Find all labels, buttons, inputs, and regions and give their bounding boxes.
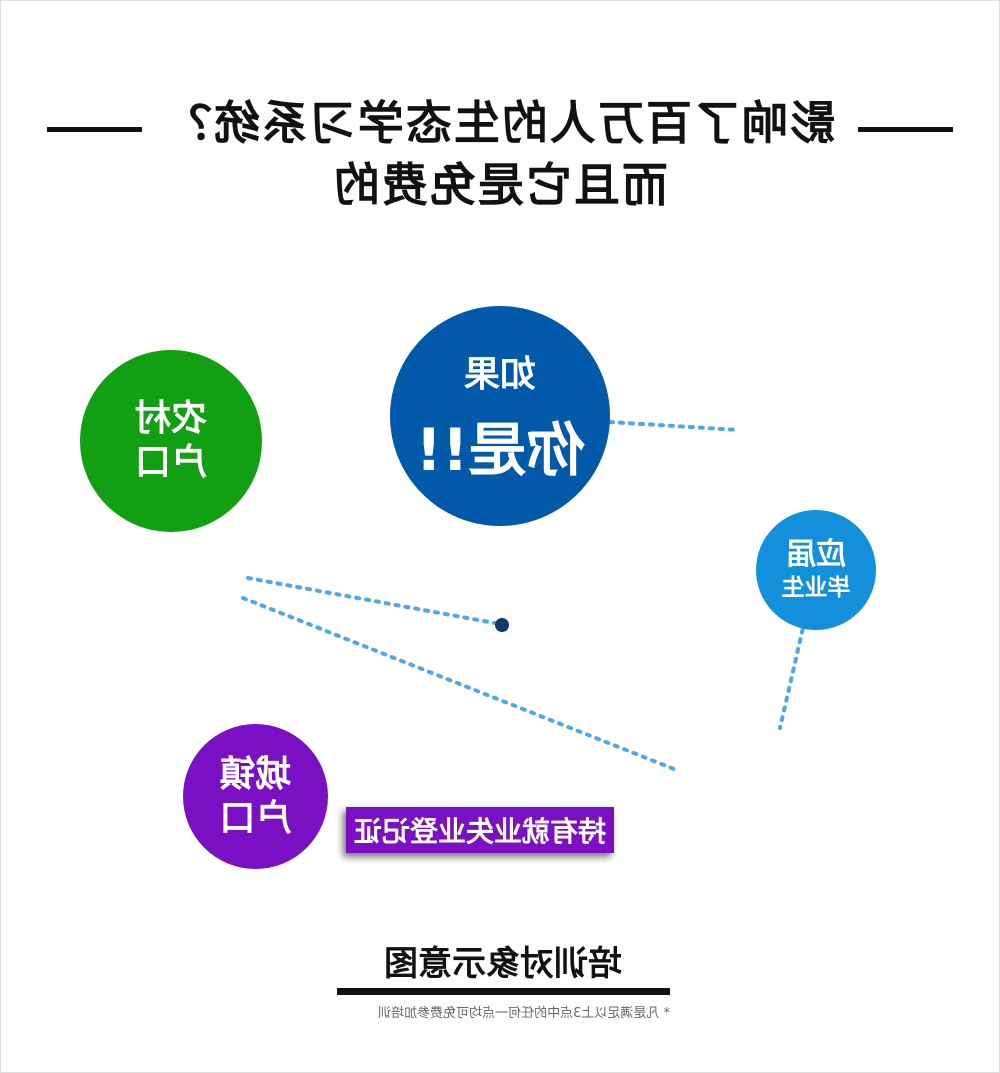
node-graduate-line2: 毕业生 xyxy=(781,575,851,601)
node-rural-line2: 户口 xyxy=(135,442,208,483)
node-rural-hukou: 农村 户口 xyxy=(80,350,262,532)
node-graduate-line1: 应届 xyxy=(786,537,846,572)
node-if-you-line1: 如果 xyxy=(464,354,537,395)
node-urban-line1: 城镇 xyxy=(219,753,292,795)
footnote: * 凡是满足以上3点中的任何一点均可免费参加培训 xyxy=(378,1006,670,1021)
node-if-you-line2: 你是!! xyxy=(415,416,585,484)
node-urban-line2: 户口 xyxy=(219,797,292,839)
caption-rule xyxy=(337,988,670,995)
connector-graduate-to-urban xyxy=(241,596,676,771)
node-if-you: 如果 你是!! xyxy=(390,306,610,526)
node-graduate: 应届 毕业生 xyxy=(756,510,876,630)
node-urban-hukou: 城镇 户口 xyxy=(183,724,328,869)
center-dot xyxy=(495,618,509,632)
caption: 培训对象示意图 xyxy=(384,944,622,984)
node-rural-line1: 农村 xyxy=(135,398,208,439)
callout-employment-certificate: 持有就业失业登记证 xyxy=(346,807,614,853)
connector-graduate-to-dot xyxy=(246,576,502,626)
connector-if-to-rural xyxy=(608,420,740,432)
